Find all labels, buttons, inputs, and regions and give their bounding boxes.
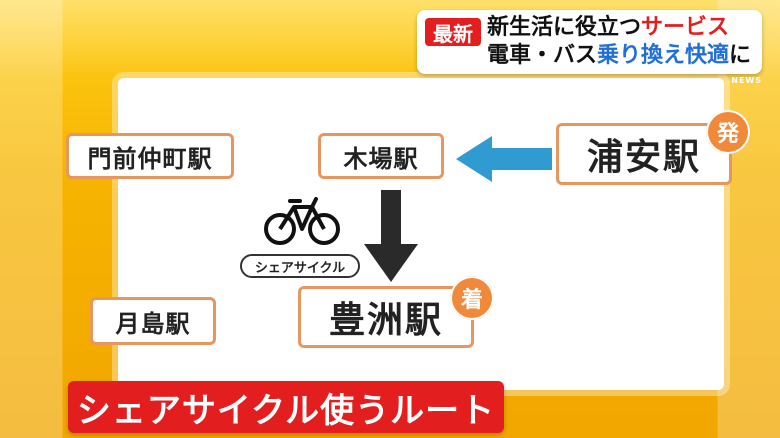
headline-line2-prefix: 電車・バス [487,43,598,68]
share-cycle-label: シェアサイクル [240,254,360,278]
headline-line1: 新生活に役立つサービス [487,14,754,42]
arrive-badge: 着 [450,276,494,320]
station-monzen-nakacho: 門前仲町駅 [66,133,234,179]
depart-badge: 発 [706,110,750,154]
headline-line2: 電車・バス乗り換え快適に [487,42,754,70]
station-toyosu: 豊洲駅 [298,286,474,348]
latest-tag: 最新 [425,18,481,46]
bicycle-icon [264,197,340,245]
headline-line2-suffix: に [729,43,752,68]
news-headline-box: 最新 新生活に役立つサービス 電車・バス乗り換え快適に [417,10,762,74]
headline-line1-accent: サービス [641,15,730,40]
station-tsukishima: 月島駅 [90,297,216,345]
station-urayasu: 浦安駅 [556,123,732,185]
headline-line2-accent: 乗り換え快適 [597,43,730,68]
headline-line1-prefix: 新生活に役立つ [487,15,642,40]
news-logo: NEWS [731,76,762,85]
arrow-left-icon [456,136,552,182]
bottom-caption-banner: シェアサイクル使うルート [68,381,504,433]
arrow-down-icon [364,190,418,282]
station-kiba: 木場駅 [318,133,444,179]
